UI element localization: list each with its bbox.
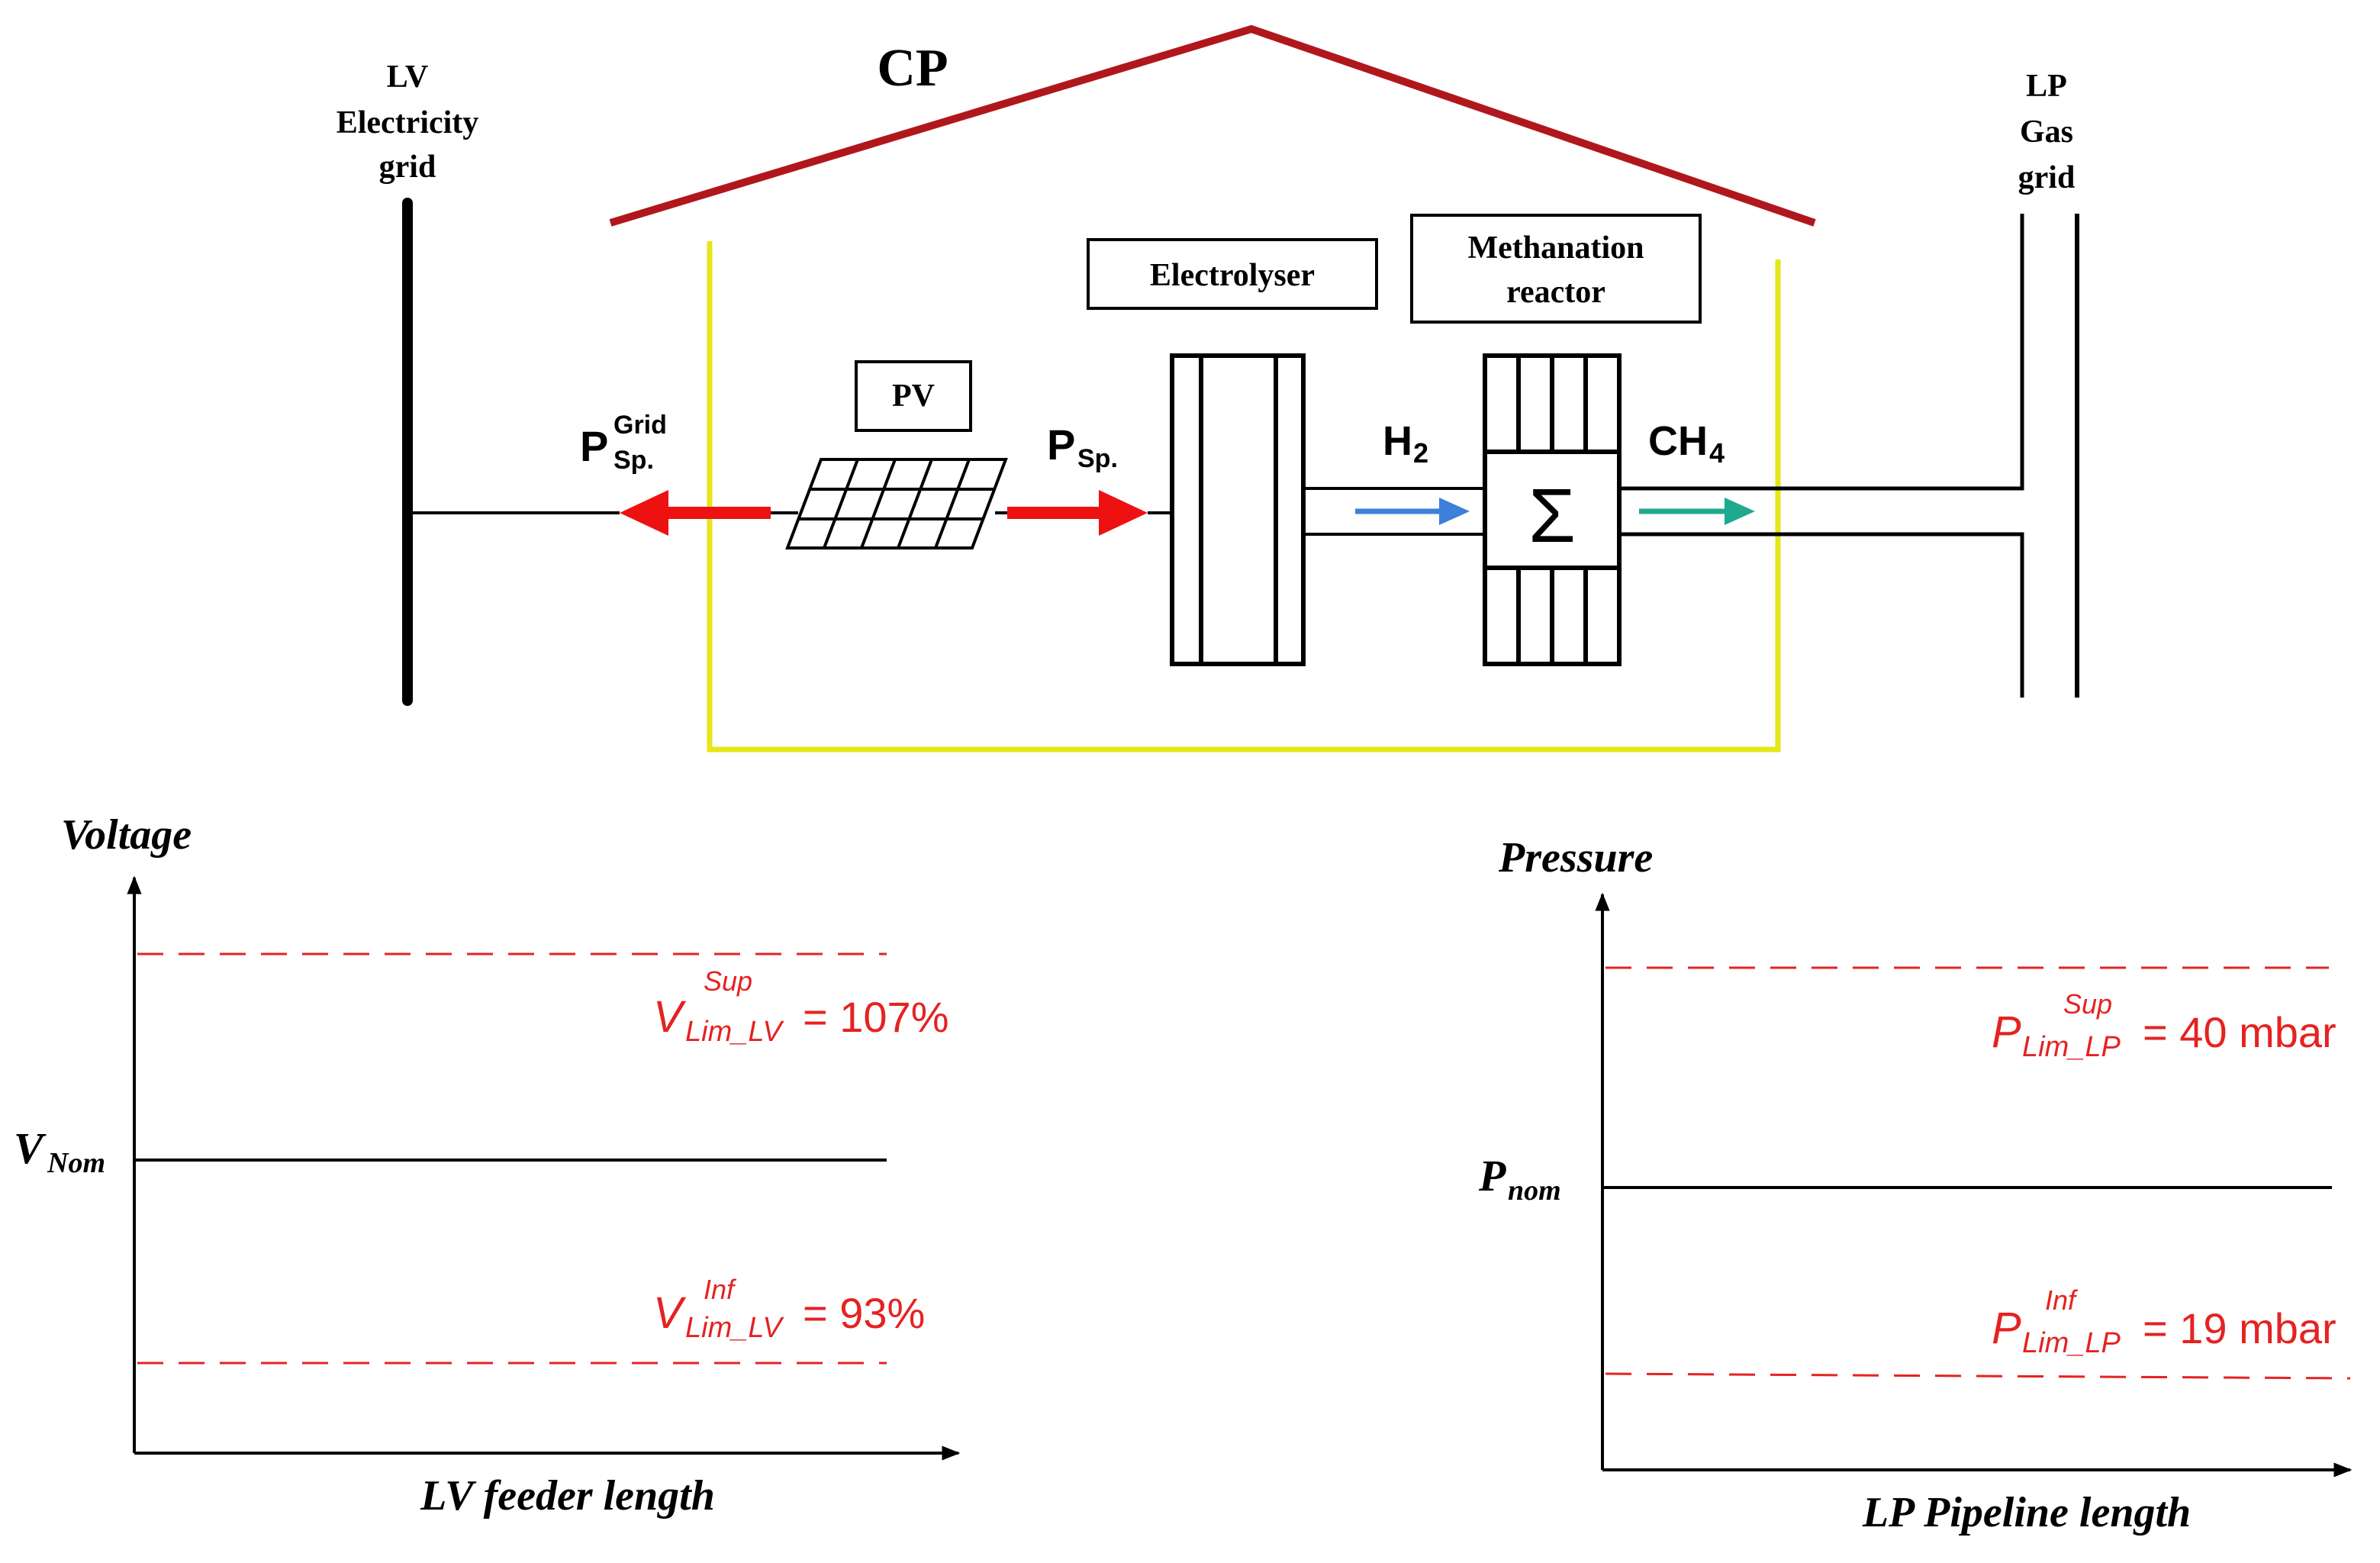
pressure-inf-sub: Lim_LP — [2022, 1327, 2121, 1359]
ch4-pipe-bottom — [1619, 532, 2024, 698]
pressure-sup-sup: Sup — [2063, 988, 2112, 1020]
lv-grid-label-line2: Electricity — [337, 105, 479, 140]
pressure-inf-sup: Inf — [2045, 1284, 2079, 1316]
grid-power-arrow-head — [620, 490, 668, 536]
ch4-arrow-head — [1725, 498, 1755, 525]
voltage-inf-sup: Inf — [704, 1274, 737, 1305]
lp-grid-label-line2: Gas — [2020, 114, 2073, 150]
cp-label: CP — [877, 39, 948, 98]
voltage-inf-label: V — [653, 1288, 687, 1338]
pv-label: PV — [892, 379, 935, 414]
voltage-xlabel: LV feeder length — [420, 1472, 715, 1519]
p-sp-label: P — [1047, 421, 1075, 469]
pv-panel-icon — [785, 458, 1008, 549]
electrolyser-stack-icon — [1170, 353, 1306, 666]
electrolyser-label: Electrolyser — [1150, 258, 1315, 293]
voltage-panel: Voltage LV feeder length V Nom V Sup Lim… — [14, 811, 961, 1519]
pressure-nominal-sub: nom — [1508, 1175, 1561, 1207]
pressure-nominal-label: P — [1478, 1151, 1506, 1200]
pressure-sup-value: = 40 mbar — [2143, 1008, 2337, 1056]
pressure-sup-label: P — [1992, 1007, 2021, 1057]
lv-grid-label-line3: grid — [379, 150, 436, 185]
h2-arrow-head — [1439, 498, 1470, 525]
voltage-nominal-sub: Nom — [47, 1147, 105, 1179]
sp-power-arrow-head — [1099, 490, 1148, 536]
ch4-pipe-top — [1619, 214, 2024, 491]
voltage-sup-sub: Lim_LV — [685, 1016, 784, 1048]
h2-label: H — [1383, 418, 1412, 464]
pressure-sup-sub: Lim_LP — [2022, 1031, 2121, 1063]
voltage-sup-value: = 107% — [803, 993, 949, 1041]
lv-grid-label-line1: LV — [387, 60, 429, 95]
lp-grid-label-line1: LP — [2026, 69, 2067, 104]
cp-roof — [609, 24, 1816, 227]
cp-boundary — [707, 241, 1781, 752]
pressure-ylabel: Pressure — [1498, 834, 1653, 881]
electrolyser-label-box — [1087, 238, 1378, 310]
pressure-inf-value: = 19 mbar — [2143, 1304, 2337, 1352]
methanation-reactor-icon — [1483, 353, 1622, 666]
h2-sub: 2 — [1413, 437, 1428, 469]
ch4-label: CH — [1648, 418, 1708, 464]
voltage-inf-sub: Lim_LV — [685, 1312, 784, 1344]
methanation-label-line1: Methanation — [1468, 230, 1644, 266]
sigma-symbol: Σ — [1528, 473, 1576, 559]
pressure-panel: Pressure LP Pipeline length P nom P Sup … — [1478, 834, 2353, 1536]
p-grid-label: P — [580, 422, 608, 470]
pv-label-box — [855, 360, 972, 432]
p-sp-sub: Sp. — [1077, 444, 1118, 473]
pressure-xlabel: LP Pipeline length — [1862, 1489, 2191, 1536]
p-grid-sub: Sp. — [614, 446, 654, 475]
voltage-ylabel: Voltage — [61, 811, 192, 859]
pressure-inf-limit-line — [1605, 1372, 2351, 1380]
voltage-sup-label: V — [653, 992, 687, 1042]
voltage-nominal-label: V — [14, 1123, 47, 1173]
pressure-inf-label: P — [1992, 1304, 2021, 1353]
lp-grid-label-line3: grid — [2018, 160, 2076, 195]
methanation-label-box — [1410, 214, 1702, 324]
ch4-sub: 4 — [1709, 437, 1725, 469]
methanation-label-line2: reactor — [1506, 275, 1605, 310]
voltage-inf-value: = 93% — [803, 1289, 925, 1337]
voltage-sup-sup: Sup — [704, 965, 752, 997]
p-grid-sup: Grid — [614, 411, 667, 440]
